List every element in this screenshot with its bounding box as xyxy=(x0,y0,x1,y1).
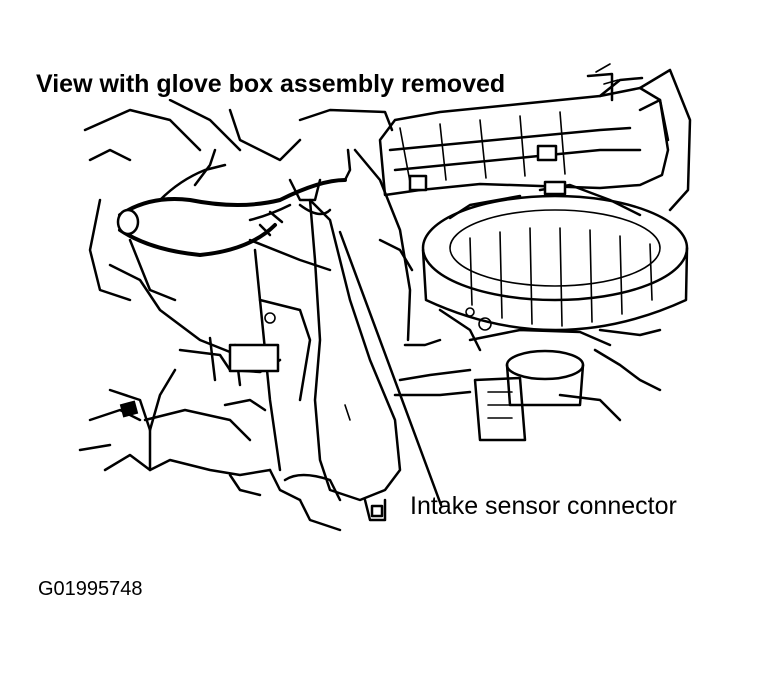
diagram-title: View with glove box assembly removed xyxy=(36,70,510,99)
figure-id: G01995748 xyxy=(38,578,143,600)
lower-panel xyxy=(228,468,342,502)
hvac-duct-housing xyxy=(298,63,692,212)
callout-label-intake-sensor-connector: Intake sensor connector xyxy=(410,492,677,520)
dash-frame xyxy=(78,98,342,532)
center-support-panel xyxy=(308,148,472,522)
wiring-harness xyxy=(116,148,352,257)
callout-leader xyxy=(338,230,443,507)
blower-motor xyxy=(421,180,689,442)
